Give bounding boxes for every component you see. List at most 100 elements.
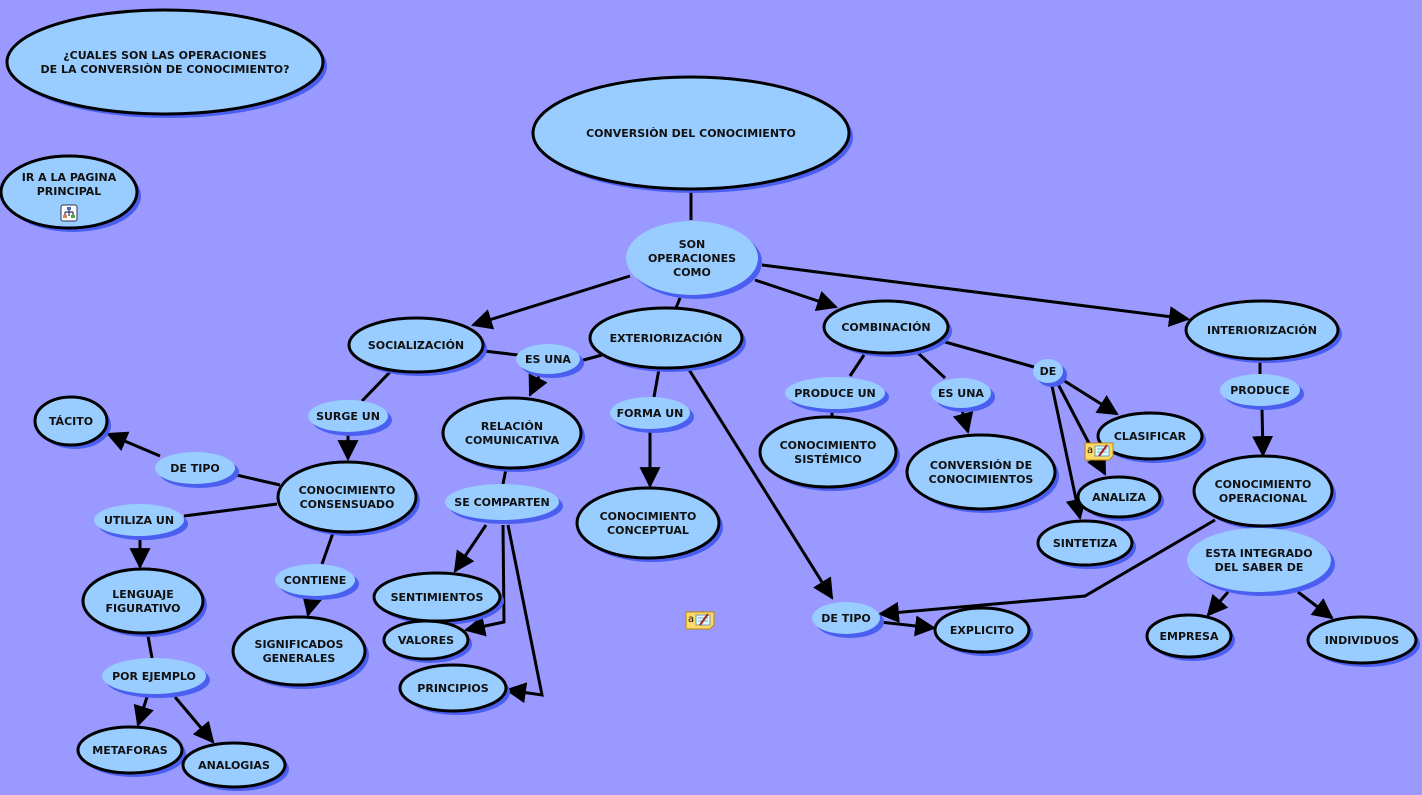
node-shape — [155, 452, 235, 484]
node-label: INTERIORIZACIÓN — [1207, 324, 1317, 337]
node-shape — [76, 725, 184, 775]
node-shape — [1036, 519, 1134, 567]
connection-line — [1206, 591, 1230, 617]
linking-phrase-utiliza: UTILIZA UN — [94, 504, 188, 540]
connection-line — [183, 502, 278, 518]
annotation-note-icon[interactable]: a — [1084, 442, 1114, 461]
node-shape — [441, 396, 583, 470]
node-label: DE TIPO — [821, 612, 870, 625]
node-label: FORMA UN — [617, 407, 684, 420]
node-shape — [785, 377, 885, 409]
node-label: SINTETIZA — [1053, 537, 1118, 550]
connection-line — [1050, 385, 1087, 521]
connection-line — [754, 278, 838, 311]
connection-line — [528, 373, 548, 397]
linking-phrase-formaun: FORMA UN — [610, 397, 694, 433]
note-letter: a — [1087, 445, 1093, 456]
connection-line — [915, 350, 947, 380]
node-shape — [1306, 615, 1418, 665]
node-shape — [1192, 454, 1334, 528]
linking-phrase-detipo1: DE TIPO — [155, 452, 239, 488]
node-shape — [822, 299, 950, 355]
linking-phrase-surge: SURGE UN — [308, 400, 392, 436]
concept-analiza: ANALIZA — [1076, 475, 1164, 521]
connection-line — [952, 409, 974, 435]
node-shape — [626, 221, 758, 295]
connection-line — [1252, 407, 1274, 458]
connection-line — [146, 635, 154, 659]
concept-sent: SENTIMIENTOS — [372, 571, 504, 625]
connection-line — [652, 368, 661, 398]
node-shape — [931, 378, 991, 408]
node-shape — [231, 615, 367, 687]
node-shape — [575, 486, 721, 560]
connection-line — [106, 431, 161, 458]
linking-phrase-produce: PRODUCE — [1220, 374, 1304, 410]
node-label: SENTIMIENTOS — [391, 591, 484, 604]
node-label: CONOCIMIENTO — [780, 439, 877, 452]
connection-line — [579, 353, 603, 363]
node-shape — [0, 154, 139, 230]
node-shape — [347, 316, 485, 374]
node-label: ESTA INTEGRADO — [1205, 547, 1312, 560]
node-label: SOCIALIZACIÓN — [368, 339, 464, 352]
connection-line — [674, 297, 682, 309]
node-label: GENERALES — [263, 652, 336, 665]
node-label: CONOCIMIENTOS — [929, 473, 1034, 486]
node-shape — [33, 395, 109, 447]
node-shape — [1096, 411, 1204, 461]
connection-line — [302, 594, 323, 618]
node-shape — [276, 460, 418, 534]
linking-phrase-porej: POR EJEMPLO — [102, 658, 210, 698]
node-shape — [81, 567, 205, 635]
connections — [106, 190, 1334, 744]
concept-clas: CLASIFICAR — [1096, 411, 1206, 463]
node-shape — [812, 602, 880, 634]
connection-line — [320, 532, 335, 565]
concept-soc: SOCIALIZACIÓN — [347, 316, 487, 376]
concept-comb: COMBINACIÓN — [822, 299, 952, 357]
annotation-note-icon[interactable]: a — [685, 611, 715, 630]
connection-line — [133, 696, 154, 727]
node-label: COMO — [673, 266, 711, 279]
node-label: EMPRESA — [1160, 630, 1219, 643]
node-label: CONSENSUADO — [300, 498, 395, 511]
concept-emp: EMPRESA — [1145, 613, 1235, 661]
node-label: CONOCIMIENTO — [600, 510, 697, 523]
node-label: DE TIPO — [170, 462, 219, 475]
node-label: PRODUCE — [1230, 384, 1290, 397]
node-shape — [1145, 613, 1233, 659]
connection-line — [944, 340, 1035, 369]
node-shape — [94, 504, 184, 536]
connection-line — [877, 518, 1216, 623]
icons: aa — [60, 204, 1114, 630]
node-shape — [758, 415, 898, 489]
node-label: CONOCIMIENTO — [1215, 478, 1312, 491]
linking-phrase-secomp: SE COMPARTEN — [445, 484, 563, 524]
connection-line — [231, 472, 281, 487]
node-label: SE COMPARTEN — [454, 496, 549, 509]
cmap-link-icon[interactable] — [60, 204, 78, 222]
node-label: COMUNICATIVA — [465, 434, 560, 447]
node-label: ES UNA — [525, 353, 571, 366]
connection-line — [173, 696, 215, 744]
node-label: SISTÉMICO — [794, 453, 861, 466]
connection-line — [879, 615, 937, 637]
connection-line — [1062, 378, 1119, 416]
node-label: SON — [679, 238, 705, 251]
linking-phrase-contiene: CONTIENE — [275, 564, 359, 600]
node-shape — [1220, 374, 1300, 406]
linking-phrase-de: DE — [1033, 359, 1067, 387]
linking-phrase-esuna2: ES UNA — [931, 378, 995, 412]
